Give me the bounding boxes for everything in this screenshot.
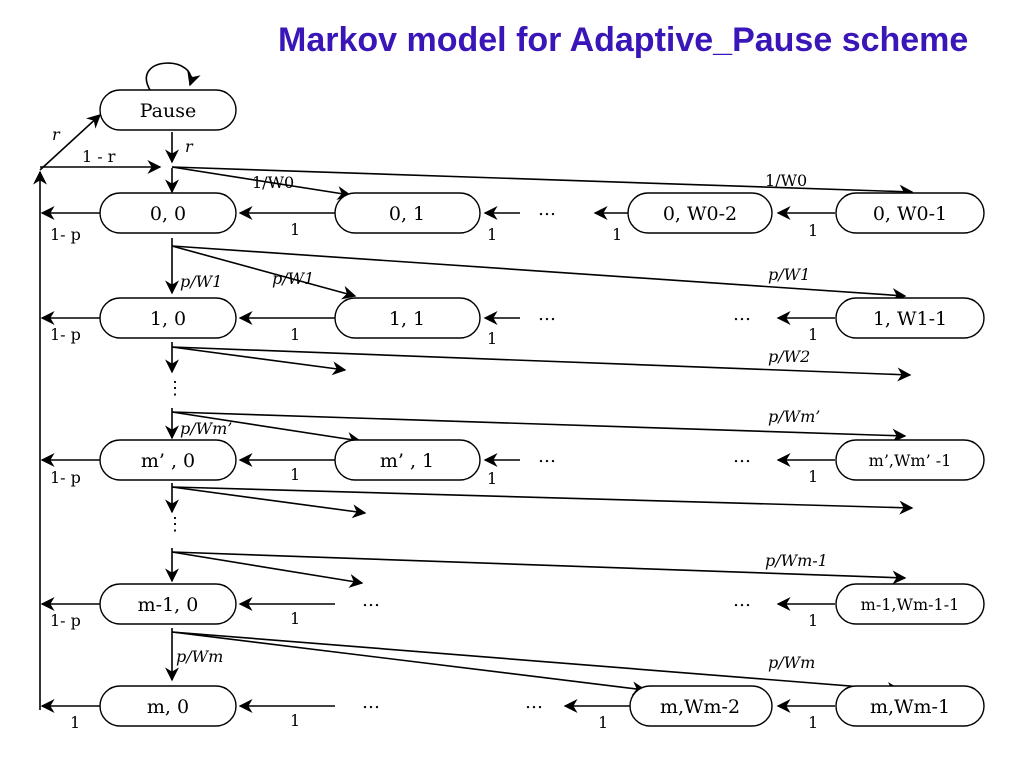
vertical-ellipsis: ⋮ (166, 378, 184, 399)
label-one: 1 (290, 609, 300, 628)
label-p-wmp-b: p/Wm’ (768, 407, 820, 426)
ellipsis: … (733, 590, 751, 611)
label-one: 1 (70, 713, 80, 732)
node-1-1-label: 1, 1 (389, 308, 425, 330)
label-p-wm-a: p/Wm (176, 647, 223, 666)
node-0-1 (334, 192, 481, 234)
label-one: 1 (808, 611, 818, 630)
ellipsis: … (733, 446, 751, 467)
label-one: 1 (290, 220, 300, 239)
pause-self-loop (145, 62, 201, 91)
label-r-right: r (185, 137, 194, 156)
node-pause-label: Pause (140, 100, 197, 122)
node-1-0 (99, 297, 237, 339)
label-one: 1 (290, 711, 300, 730)
to-pause-arrow (39, 114, 102, 171)
node-m-1-0-label: m-1, 0 (138, 594, 199, 616)
ellipsis: … (538, 199, 556, 220)
label-1-minus-p-mp: 1- p (50, 468, 81, 487)
node-m-0 (99, 685, 237, 727)
label-1-minus-p-1: 1- p (50, 325, 81, 344)
label-one: 1 (290, 325, 300, 344)
label-1-minus-r: 1 - r (82, 147, 116, 166)
label-one: 1 (808, 467, 818, 486)
node-pause (99, 89, 237, 131)
node-mp-0-label: m’ , 0 (141, 450, 195, 472)
label-p-w1-c: p/W1 (768, 265, 810, 284)
node-m-wm-1-label: m,Wm-1 (870, 696, 950, 718)
slide-title: Markov model for Adaptive_Pause scheme (278, 21, 969, 59)
label-one: 1 (487, 469, 497, 488)
node-0-w0-1 (835, 192, 985, 234)
ellipsis: … (538, 304, 556, 325)
label-one: 1 (598, 713, 608, 732)
node-m-1-0 (99, 583, 237, 625)
label-one: 1 (487, 225, 497, 244)
node-mp-wmp-1-label: m’,Wm’ -1 (869, 451, 952, 470)
label-one: 1 (808, 713, 818, 732)
ellipsis: … (538, 446, 556, 467)
ellipsis: … (362, 590, 380, 611)
node-mp-1 (334, 439, 481, 481)
label-p-wm-b: p/Wm (768, 653, 815, 672)
label-one: 1 (808, 221, 818, 240)
label-one: 1 (290, 465, 300, 484)
label-p-w1-b: p/W1 (272, 269, 314, 288)
label-p-w1-a: p/W1 (180, 272, 222, 291)
label-1-minus-p-m1: 1- p (50, 611, 81, 630)
node-m-wm-2-label: m,Wm-2 (660, 696, 740, 718)
label-p-w2: p/W2 (768, 347, 810, 366)
ellipsis: … (733, 304, 751, 325)
vertical-ellipsis: ⋮ (166, 514, 184, 535)
node-mp-wmp-1 (835, 439, 985, 481)
label-p-wm-1: p/Wm-1 (765, 551, 828, 570)
node-1-w1-1-label: 1, W1-1 (873, 308, 947, 330)
label-1-w0-a: 1/W0 (252, 173, 294, 192)
ellipsis: … (525, 692, 543, 713)
node-0-w0-1-label: 0, W0-1 (873, 203, 947, 225)
node-0-1-label: 0, 1 (389, 203, 425, 225)
node-m-1-wm1-1 (835, 583, 985, 625)
node-0-0-label: 0, 0 (150, 203, 186, 225)
label-1-w0-b: 1/W0 (765, 171, 807, 190)
label-r-left: r (52, 125, 61, 144)
node-1-w1-1 (835, 297, 985, 339)
node-m-wm-1 (835, 685, 985, 727)
label-p-wmp-a: p/Wm’ (180, 419, 232, 438)
label-one: 1 (808, 325, 818, 344)
node-mp-1-label: m’ , 1 (380, 450, 434, 472)
label-one: 1 (612, 225, 622, 244)
ellipsis: … (362, 692, 380, 713)
node-1-0-label: 1, 0 (150, 308, 186, 330)
node-0-0 (99, 192, 237, 234)
label-one: 1 (487, 329, 497, 348)
node-0-w0-2-label: 0, W0-2 (663, 203, 737, 225)
node-m-0-label: m, 0 (147, 696, 189, 718)
node-m-wm-2 (629, 685, 773, 727)
node-0-w0-2 (627, 192, 773, 234)
node-m-1-wm1-1-label: m-1,Wm-1-1 (861, 595, 960, 614)
label-1-minus-p-0: 1- p (50, 225, 81, 244)
node-1-1 (334, 297, 481, 339)
node-mp-0 (99, 439, 237, 481)
